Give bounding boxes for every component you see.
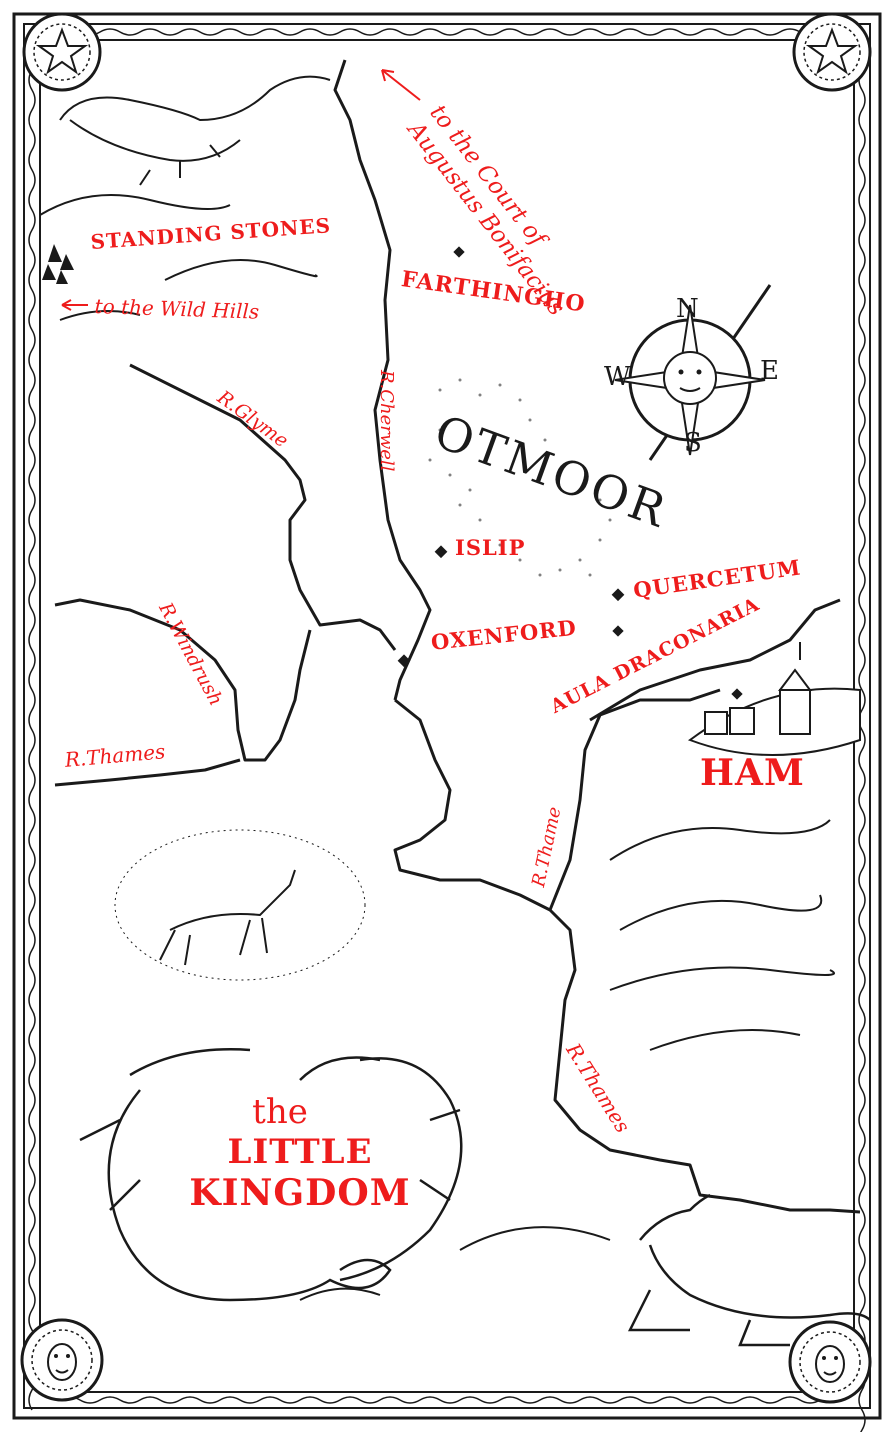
river-thame: [548, 688, 721, 911]
label-cherwell: R.Cherwell: [376, 370, 397, 472]
label-islip: ISLIP: [455, 535, 526, 560]
label-kingdom-little: LITTLE: [227, 1132, 373, 1172]
unicorn-icon: [114, 829, 366, 981]
face-medallion-icon: [20, 1318, 104, 1402]
dragon-icon: [79, 1048, 463, 1302]
river-thames-west: [54, 758, 241, 787]
dragon-icon: [59, 75, 331, 186]
label-wild-hills: to the Wild Hills: [94, 294, 260, 324]
label-kingdom-kingdom: KINGDOM: [189, 1172, 411, 1214]
face-medallion-icon: [788, 1320, 872, 1404]
river-cherwell: [333, 59, 432, 701]
hills: [39, 194, 835, 1301]
label-ham: HAM: [700, 752, 805, 794]
otmoor-marsh: [428, 378, 612, 577]
river-thames-main: [393, 698, 861, 1214]
village-icon: [687, 642, 861, 756]
river-windrush: [54, 598, 312, 762]
direction-arrows: [61, 69, 421, 311]
hound-icon: [627, 1193, 871, 1347]
star-medallion-icon: [22, 12, 102, 92]
compass-east: E: [760, 356, 779, 386]
river-glyme: [129, 363, 397, 651]
label-kingdom-the: the: [252, 1092, 308, 1132]
compass-rose-icon: [614, 284, 772, 461]
star-medallion-icon: [792, 12, 872, 92]
label-kingdom: the LITTLE KINGDOM: [170, 1095, 430, 1211]
compass-south: S: [684, 428, 702, 458]
river-aula: [589, 598, 841, 722]
town-marker-icon: [397, 246, 743, 700]
compass-north: N: [676, 294, 699, 324]
rivers: [54, 59, 861, 1214]
compass-west: W: [604, 362, 631, 392]
standing-stones-icon: [42, 244, 74, 284]
